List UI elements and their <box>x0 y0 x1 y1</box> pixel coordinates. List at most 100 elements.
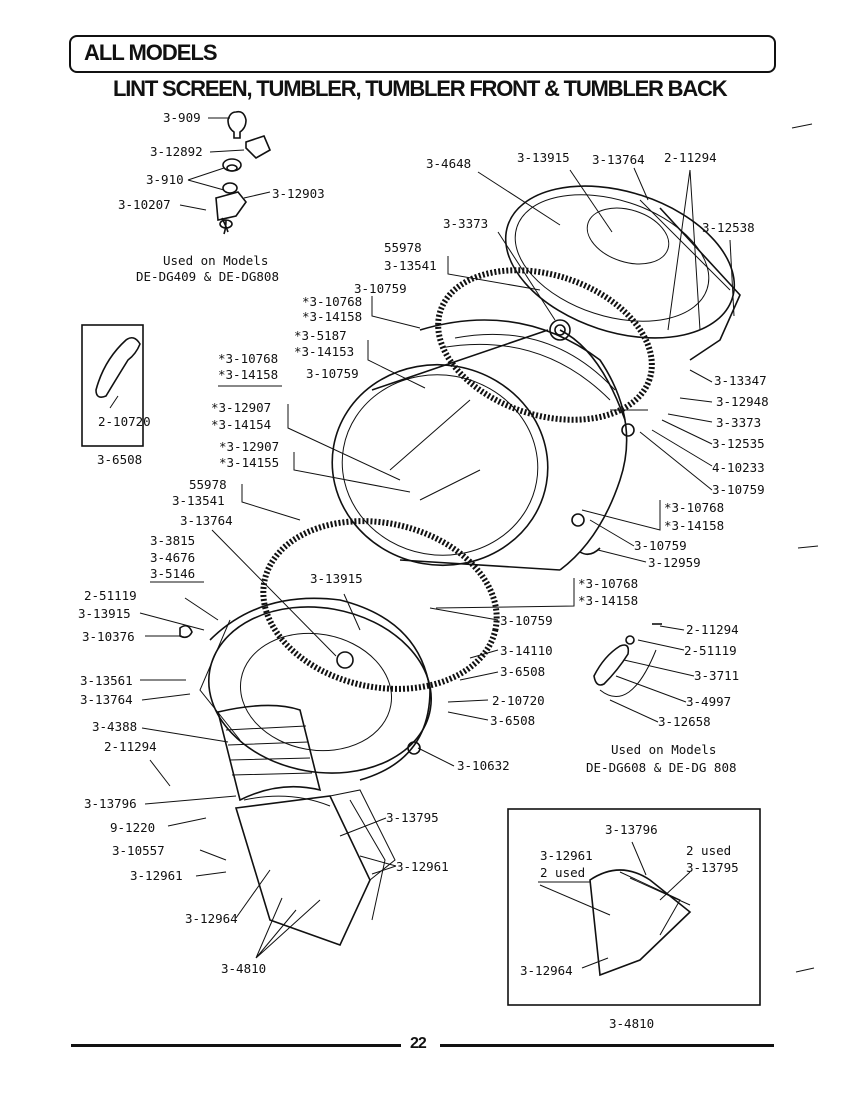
label-14158-d: *3-14158 <box>578 593 638 608</box>
leader-lines <box>139 256 713 959</box>
label-3-12961-mid: 3-12961 <box>396 859 449 874</box>
label-3-12535: 3-12535 <box>712 436 765 451</box>
label-10768-c: *3-10768 <box>664 500 724 515</box>
label-3-13764-mid: 3-13764 <box>180 513 233 528</box>
label-3-13561: 3-13561 <box>80 673 133 688</box>
label-3-14110: 3-14110 <box>500 643 553 658</box>
label-3-13915-left: 3-13915 <box>78 606 131 621</box>
label-3-10632: 3-10632 <box>457 758 510 773</box>
label-3-13796-inset: 3-13796 <box>605 822 658 837</box>
label-3-13541-top: 3-13541 <box>384 258 437 273</box>
label-3-3373-right: 3-3373 <box>716 415 761 430</box>
label-10768-a: *3-10768 <box>302 294 362 309</box>
tumbler-back-drawing <box>477 167 741 361</box>
label-3-10759-e: 3-10759 <box>500 613 553 628</box>
tumbler-front-drawing <box>179 597 433 781</box>
footer-rule-right <box>440 1044 774 1047</box>
label-14158-a: *3-14158 <box>302 309 362 324</box>
label-3-10376: 3-10376 <box>82 629 135 644</box>
lint-screen-drawing <box>217 704 396 946</box>
label-3-12964-left: 3-12964 <box>185 911 238 926</box>
label-3-910: 3-910 <box>146 172 184 187</box>
label-3-12948: 3-12948 <box>716 394 769 409</box>
label-12907-b: *3-12907 <box>219 439 279 454</box>
lamp-assembly-drawing <box>179 110 272 235</box>
label-55978-top: 55978 <box>384 240 422 255</box>
label-3-6508-b: 3-6508 <box>490 713 535 728</box>
footer-rule-left <box>71 1044 401 1047</box>
label-14158-c: *3-14158 <box>664 518 724 533</box>
label-3-12538: 3-12538 <box>702 220 755 235</box>
label-3-12658: 3-12658 <box>658 714 711 729</box>
label-55978-mid: 55978 <box>189 477 227 492</box>
label-3-13795-inset: 3-13795 <box>686 860 739 875</box>
label-3-10759-a: 3-10759 <box>354 281 407 296</box>
label-3-4388: 3-4388 <box>92 719 137 734</box>
label-3-10207: 3-10207 <box>118 197 171 212</box>
label-9-1220: 9-1220 <box>110 820 155 835</box>
label-3-10759-d: 3-10759 <box>634 538 687 553</box>
label-2-10720: 2-10720 <box>492 693 545 708</box>
label-14153: *3-14153 <box>294 344 354 359</box>
rear-seal-ring <box>435 267 655 423</box>
label-5187: *3-5187 <box>294 328 347 343</box>
label-14158-b: *3-14158 <box>218 367 278 382</box>
label-3-12959: 3-12959 <box>648 555 701 570</box>
section-header: ALL MODELS <box>84 40 218 65</box>
label-4-10233: 4-10233 <box>712 460 765 475</box>
label-3-13915-mid: 3-13915 <box>310 571 363 586</box>
label-3-13541-mid: 3-13541 <box>172 493 225 508</box>
label-2-11294-right: 2-11294 <box>686 622 739 637</box>
side-handle-assembly <box>593 623 662 697</box>
label-14155: *3-14155 <box>219 455 279 470</box>
label-3-12903: 3-12903 <box>272 186 325 201</box>
label-3-10557: 3-10557 <box>112 843 165 858</box>
label-12907-a: *3-12907 <box>211 400 271 415</box>
label-2-10720-inset: 2-10720 <box>98 414 151 429</box>
label-3-909: 3-909 <box>163 110 201 125</box>
note-dg608-line2: DE-DG608 & DE-DG 808 <box>586 760 737 775</box>
note-dg409-line1: Used on Models <box>163 253 268 268</box>
inset-duct-box <box>507 808 761 1006</box>
label-3-4810-inset: 3-4810 <box>609 1016 654 1031</box>
label-3-4648: 3-4648 <box>426 156 471 171</box>
front-seal-ring <box>260 518 500 692</box>
label-3-3815: 3-3815 <box>150 533 195 548</box>
label-2-11294-top: 2-11294 <box>664 150 717 165</box>
label-3-10759-b: 3-10759 <box>306 366 359 381</box>
label-3-13795-mid: 3-13795 <box>386 810 439 825</box>
label-3-12961-left: 3-12961 <box>130 868 183 883</box>
inset-handle-box <box>81 324 144 447</box>
note-two-used-b: 2 used <box>686 843 731 858</box>
tumbler-drum-drawing <box>331 319 635 571</box>
page-number: 22 <box>410 1035 427 1052</box>
label-3-13915-top: 3-13915 <box>517 150 570 165</box>
label-3-5146: 3-5146 <box>150 566 195 581</box>
label-14154: *3-14154 <box>211 417 271 432</box>
label-3-3373-top: 3-3373 <box>443 216 488 231</box>
label-2-51119-left: 2-51119 <box>84 588 137 603</box>
label-2-51119-right: 2-51119 <box>684 643 737 658</box>
section-header-box: ALL MODELS <box>69 35 776 73</box>
label-2-11294-left: 2-11294 <box>104 739 157 754</box>
label-3-12961-inset: 3-12961 <box>540 848 593 863</box>
note-dg409-line2: DE-DG409 & DE-DG808 <box>136 269 279 284</box>
margin-marks <box>791 123 819 973</box>
label-3-12892: 3-12892 <box>150 144 203 159</box>
label-3-6508-a: 3-6508 <box>500 664 545 679</box>
label-3-6508-inset: 3-6508 <box>97 452 142 467</box>
label-10768-d: *3-10768 <box>578 576 638 591</box>
label-3-4997: 3-4997 <box>686 694 731 709</box>
part-labels: 3-909 3-12892 3-910 3-10207 3-12903 Used… <box>78 110 769 1031</box>
label-3-4676: 3-4676 <box>150 550 195 565</box>
diagram-title: LINT SCREEN, TUMBLER, TUMBLER FRONT & TU… <box>113 76 728 101</box>
label-3-13764-left: 3-13764 <box>80 692 133 707</box>
label-10768-b: *3-10768 <box>218 351 278 366</box>
label-3-4810-left: 3-4810 <box>221 961 266 976</box>
note-dg608-line1: Used on Models <box>611 742 716 757</box>
label-3-10759-c: 3-10759 <box>712 482 765 497</box>
label-3-13764-top: 3-13764 <box>592 152 645 167</box>
label-3-13796-left: 3-13796 <box>84 796 137 811</box>
note-two-used-a: 2 used <box>540 865 585 880</box>
